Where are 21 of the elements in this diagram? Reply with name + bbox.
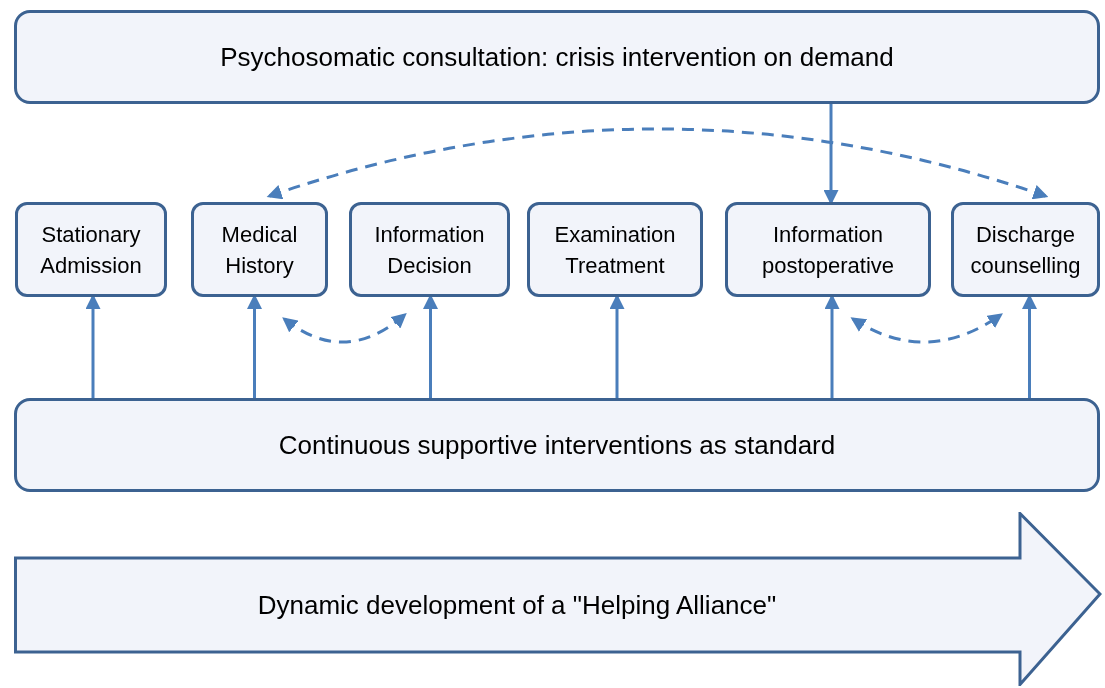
band-box — [14, 10, 1100, 104]
process-box — [191, 202, 328, 297]
box-label: Psychosomatic consultation: crisis intervention on demand — [220, 42, 894, 72]
process-box — [15, 202, 167, 297]
process-box — [527, 202, 703, 297]
dashed-arrow — [266, 127, 1049, 200]
box-label: Continuous supportive interventions as standard — [278, 430, 836, 460]
box-label: Information postoperative — [760, 220, 896, 280]
process-box — [725, 202, 931, 297]
box-label: Examination Treatment — [553, 220, 677, 280]
arrow-text: Dynamic development of a "Helping Alliance" — [256, 590, 778, 620]
box-label: Discharge counselling — [969, 220, 1082, 280]
band-box — [14, 398, 1100, 492]
dashed-arrow — [282, 313, 407, 344]
box-label: Medical History — [220, 220, 299, 280]
box-label: Stationary Admission — [39, 220, 143, 280]
process-box — [951, 202, 1100, 297]
box-label: Information Decision — [373, 220, 486, 280]
big-arrow-shape — [14, 512, 1102, 686]
dashed-arrow — [850, 313, 1003, 344]
process-box — [349, 202, 510, 297]
